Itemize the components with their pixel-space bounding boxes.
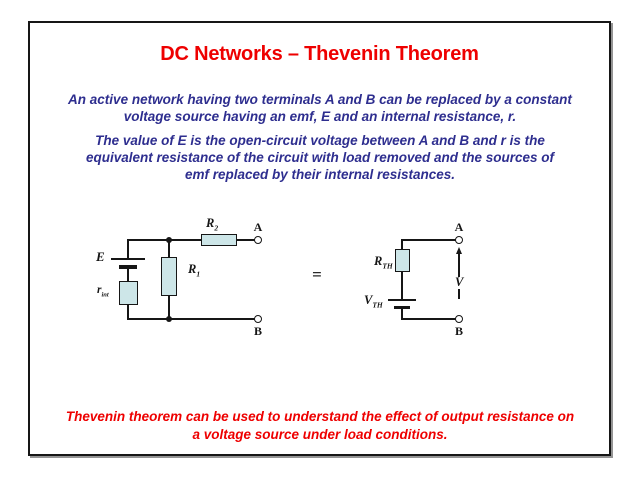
terminal-a-node	[455, 236, 463, 244]
battery-vth-short-plate	[394, 305, 410, 309]
resistor-r1-label: R1	[188, 262, 201, 279]
wire	[127, 305, 129, 320]
wire	[128, 239, 201, 241]
battery-e-label: E	[96, 249, 105, 264]
footer-line-2: a voltage source under load conditions.	[192, 426, 448, 442]
resistor-r1	[161, 257, 177, 296]
value-line-3: emf replaced by their internal resistanc…	[184, 167, 456, 182]
footer-line-1: Thevenin theorem can be used to understa…	[65, 409, 575, 424]
terminal-b-label: B	[253, 324, 262, 338]
battery-vth-label: VTH	[364, 293, 383, 310]
voltage-arrow-tail	[458, 289, 460, 299]
wire	[401, 309, 403, 320]
wire	[401, 272, 403, 299]
resistor-r2	[201, 234, 237, 246]
wire	[168, 239, 170, 257]
terminal-b-node	[254, 315, 262, 323]
battery-e-long-plate	[111, 258, 145, 260]
junction-dot	[166, 316, 172, 322]
voltage-arrow-shaft	[458, 253, 460, 277]
resistor-r-internal	[119, 281, 138, 305]
terminal-a-label: A	[454, 220, 464, 234]
intro-line-1: An active network having two terminals A…	[68, 92, 572, 107]
wire	[127, 239, 129, 258]
slide-title: DC Networks – Thevenin Theorem	[160, 43, 479, 65]
slide-border	[28, 21, 611, 456]
footer-paragraph: Thevenin theorem can be used to understa…	[40, 408, 600, 443]
terminal-a-label: A	[253, 220, 263, 234]
battery-vth-long-plate	[388, 299, 416, 301]
wire	[401, 239, 403, 249]
wire	[168, 296, 170, 320]
wire	[127, 268, 129, 281]
battery-e-short-plate	[119, 265, 137, 269]
voltage-arrow-head	[455, 247, 462, 254]
resistor-r2-label: R2	[206, 216, 219, 233]
terminal-b-label: B	[454, 324, 463, 338]
wire	[402, 318, 456, 320]
resistor-r-th-label: RTH	[374, 254, 393, 271]
terminal-b-node	[455, 315, 463, 323]
value-line-2: equivalent resistance of the circuit wit…	[85, 150, 555, 165]
terminal-a-node	[254, 236, 262, 244]
resistor-r-internal-label: rint	[97, 284, 109, 299]
junction-dot	[166, 237, 172, 243]
resistor-r-th	[395, 249, 410, 272]
wire	[402, 239, 456, 241]
equals-sign: =	[312, 265, 322, 284]
value-line-1: The value of E is the open-circuit volta…	[95, 133, 545, 148]
intro-paragraph: An active network having two terminals A…	[40, 91, 600, 125]
intro-line-2: voltage source having an emf, E and an i…	[123, 109, 517, 124]
voltage-v-label: V	[455, 275, 464, 289]
value-paragraph: The value of E is the open-circuit volta…	[40, 132, 600, 183]
wire	[237, 239, 255, 241]
wire	[128, 318, 255, 320]
